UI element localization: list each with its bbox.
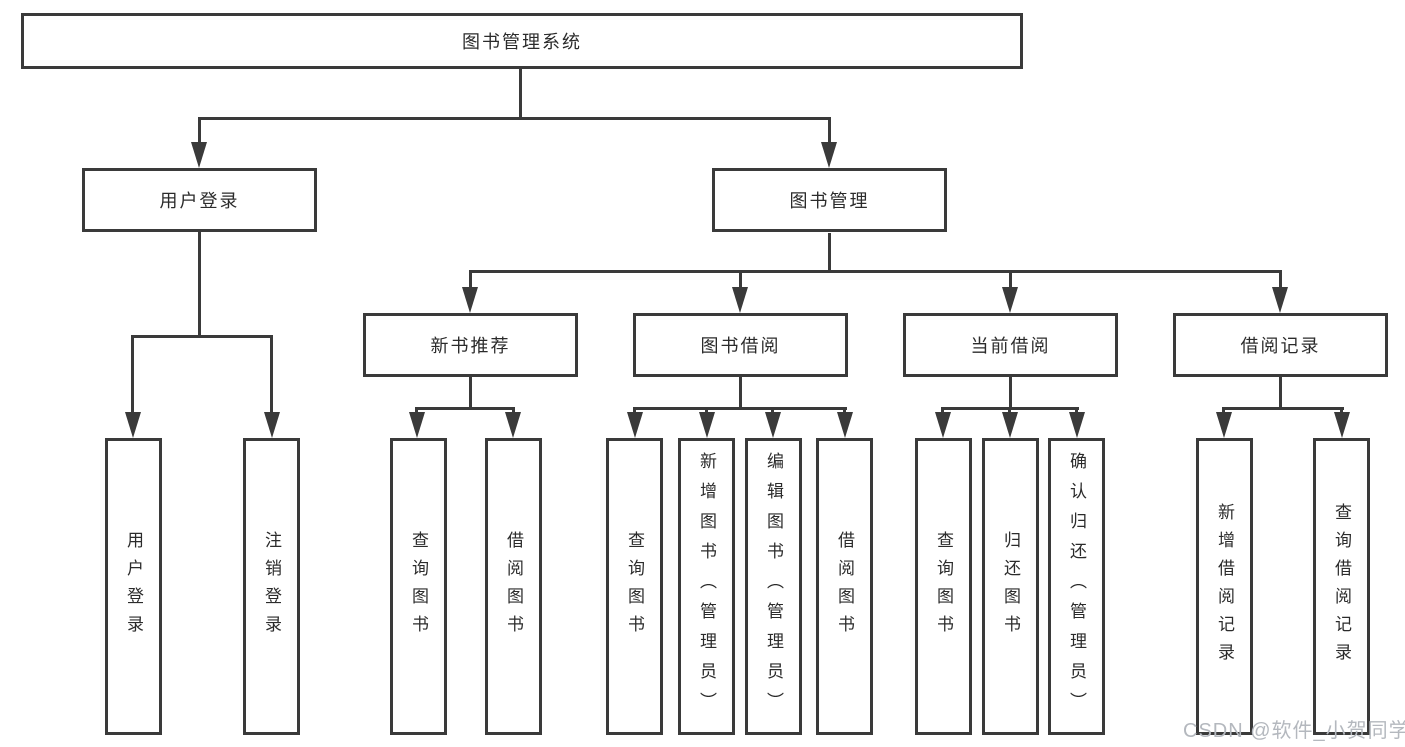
leaf-query-books-borrow: 查询图书 (606, 438, 663, 735)
connector-line (828, 117, 831, 145)
connector-line (739, 270, 742, 290)
connector-line (131, 335, 273, 338)
arrowhead (821, 142, 837, 168)
connector-line (198, 117, 831, 120)
connector-line (1009, 270, 1012, 290)
node-label: 新书推荐 (430, 336, 511, 356)
arrowhead (1334, 412, 1350, 438)
node-book-management: 图书管理 (712, 168, 947, 232)
connector-line (633, 407, 636, 415)
connector-line (131, 335, 134, 414)
arrowhead (699, 412, 715, 438)
leaf-edit-books-admin: 编辑图书（管理员） (745, 438, 802, 735)
connector-line (198, 117, 201, 145)
connector-line (512, 407, 515, 415)
arrowhead (264, 412, 280, 438)
arrowhead (627, 412, 643, 438)
node-current-borrow: 当前借阅 (903, 313, 1118, 377)
node-label: 图书管理 (789, 191, 870, 211)
connector-line (771, 407, 774, 415)
arrowhead (1272, 287, 1288, 313)
arrowhead (125, 412, 141, 438)
connector-line (843, 407, 846, 415)
connector-line (469, 377, 472, 410)
node-label: 图书管理系统 (462, 32, 582, 52)
node-library-system: 图书管理系统 (21, 13, 1023, 69)
connector-line (1075, 407, 1078, 415)
connector-line (469, 270, 1282, 273)
arrowhead (505, 412, 521, 438)
connector-line (705, 407, 708, 415)
leaf-confirm-return-admin: 确认归还（管理员） (1048, 438, 1105, 735)
connector-line (198, 232, 201, 338)
connector-line (1008, 407, 1011, 415)
node-user-login: 用户登录 (82, 168, 317, 232)
connector-line (469, 270, 472, 290)
node-borrow-record: 借阅记录 (1173, 313, 1388, 377)
connector-line (941, 407, 944, 415)
csdn-watermark: CSDN @软件_小贺同学 (1183, 720, 1405, 742)
leaf-return-books: 归还图书 (982, 438, 1039, 735)
arrowhead (462, 287, 478, 313)
connector-line (1279, 377, 1282, 410)
connector-line (519, 68, 522, 120)
node-label: 借阅记录 (1240, 336, 1321, 356)
arrowhead (837, 412, 853, 438)
leaf-user-login: 用户登录 (105, 438, 162, 735)
arrowhead (935, 412, 951, 438)
arrowhead (765, 412, 781, 438)
connector-line (828, 233, 831, 273)
node-label: 用户登录 (159, 191, 240, 211)
leaf-add-books-admin: 新增图书（管理员） (678, 438, 735, 735)
leaf-borrow-books: 借阅图书 (816, 438, 873, 735)
connector-line (270, 335, 273, 414)
node-label: 当前借阅 (970, 336, 1051, 356)
arrowhead (409, 412, 425, 438)
arrowhead (1002, 287, 1018, 313)
arrowhead (1002, 412, 1018, 438)
connector-line (633, 407, 847, 410)
arrowhead (732, 287, 748, 313)
connector-line (415, 407, 418, 415)
connector-line (1222, 407, 1225, 415)
connector-line (1009, 377, 1012, 410)
connector-line (739, 377, 742, 410)
leaf-query-books-recommend: 查询图书 (390, 438, 447, 735)
node-new-book-recommend: 新书推荐 (363, 313, 578, 377)
leaf-query-books-current: 查询图书 (915, 438, 972, 735)
leaf-logout-login: 注销登录 (243, 438, 300, 735)
leaf-add-borrow-record: 新增借阅记录 (1196, 438, 1253, 735)
connector-line (415, 407, 515, 410)
leaf-borrow-books-recommend: 借阅图书 (485, 438, 542, 735)
arrowhead (1216, 412, 1232, 438)
connector-line (1222, 407, 1344, 410)
node-label: 图书借阅 (700, 336, 781, 356)
node-book-borrow: 图书借阅 (633, 313, 848, 377)
connector-line (1279, 270, 1282, 290)
arrowhead (1069, 412, 1085, 438)
connector-line (1340, 407, 1343, 415)
arrowhead (191, 142, 207, 168)
leaf-query-borrow-record: 查询借阅记录 (1313, 438, 1370, 735)
